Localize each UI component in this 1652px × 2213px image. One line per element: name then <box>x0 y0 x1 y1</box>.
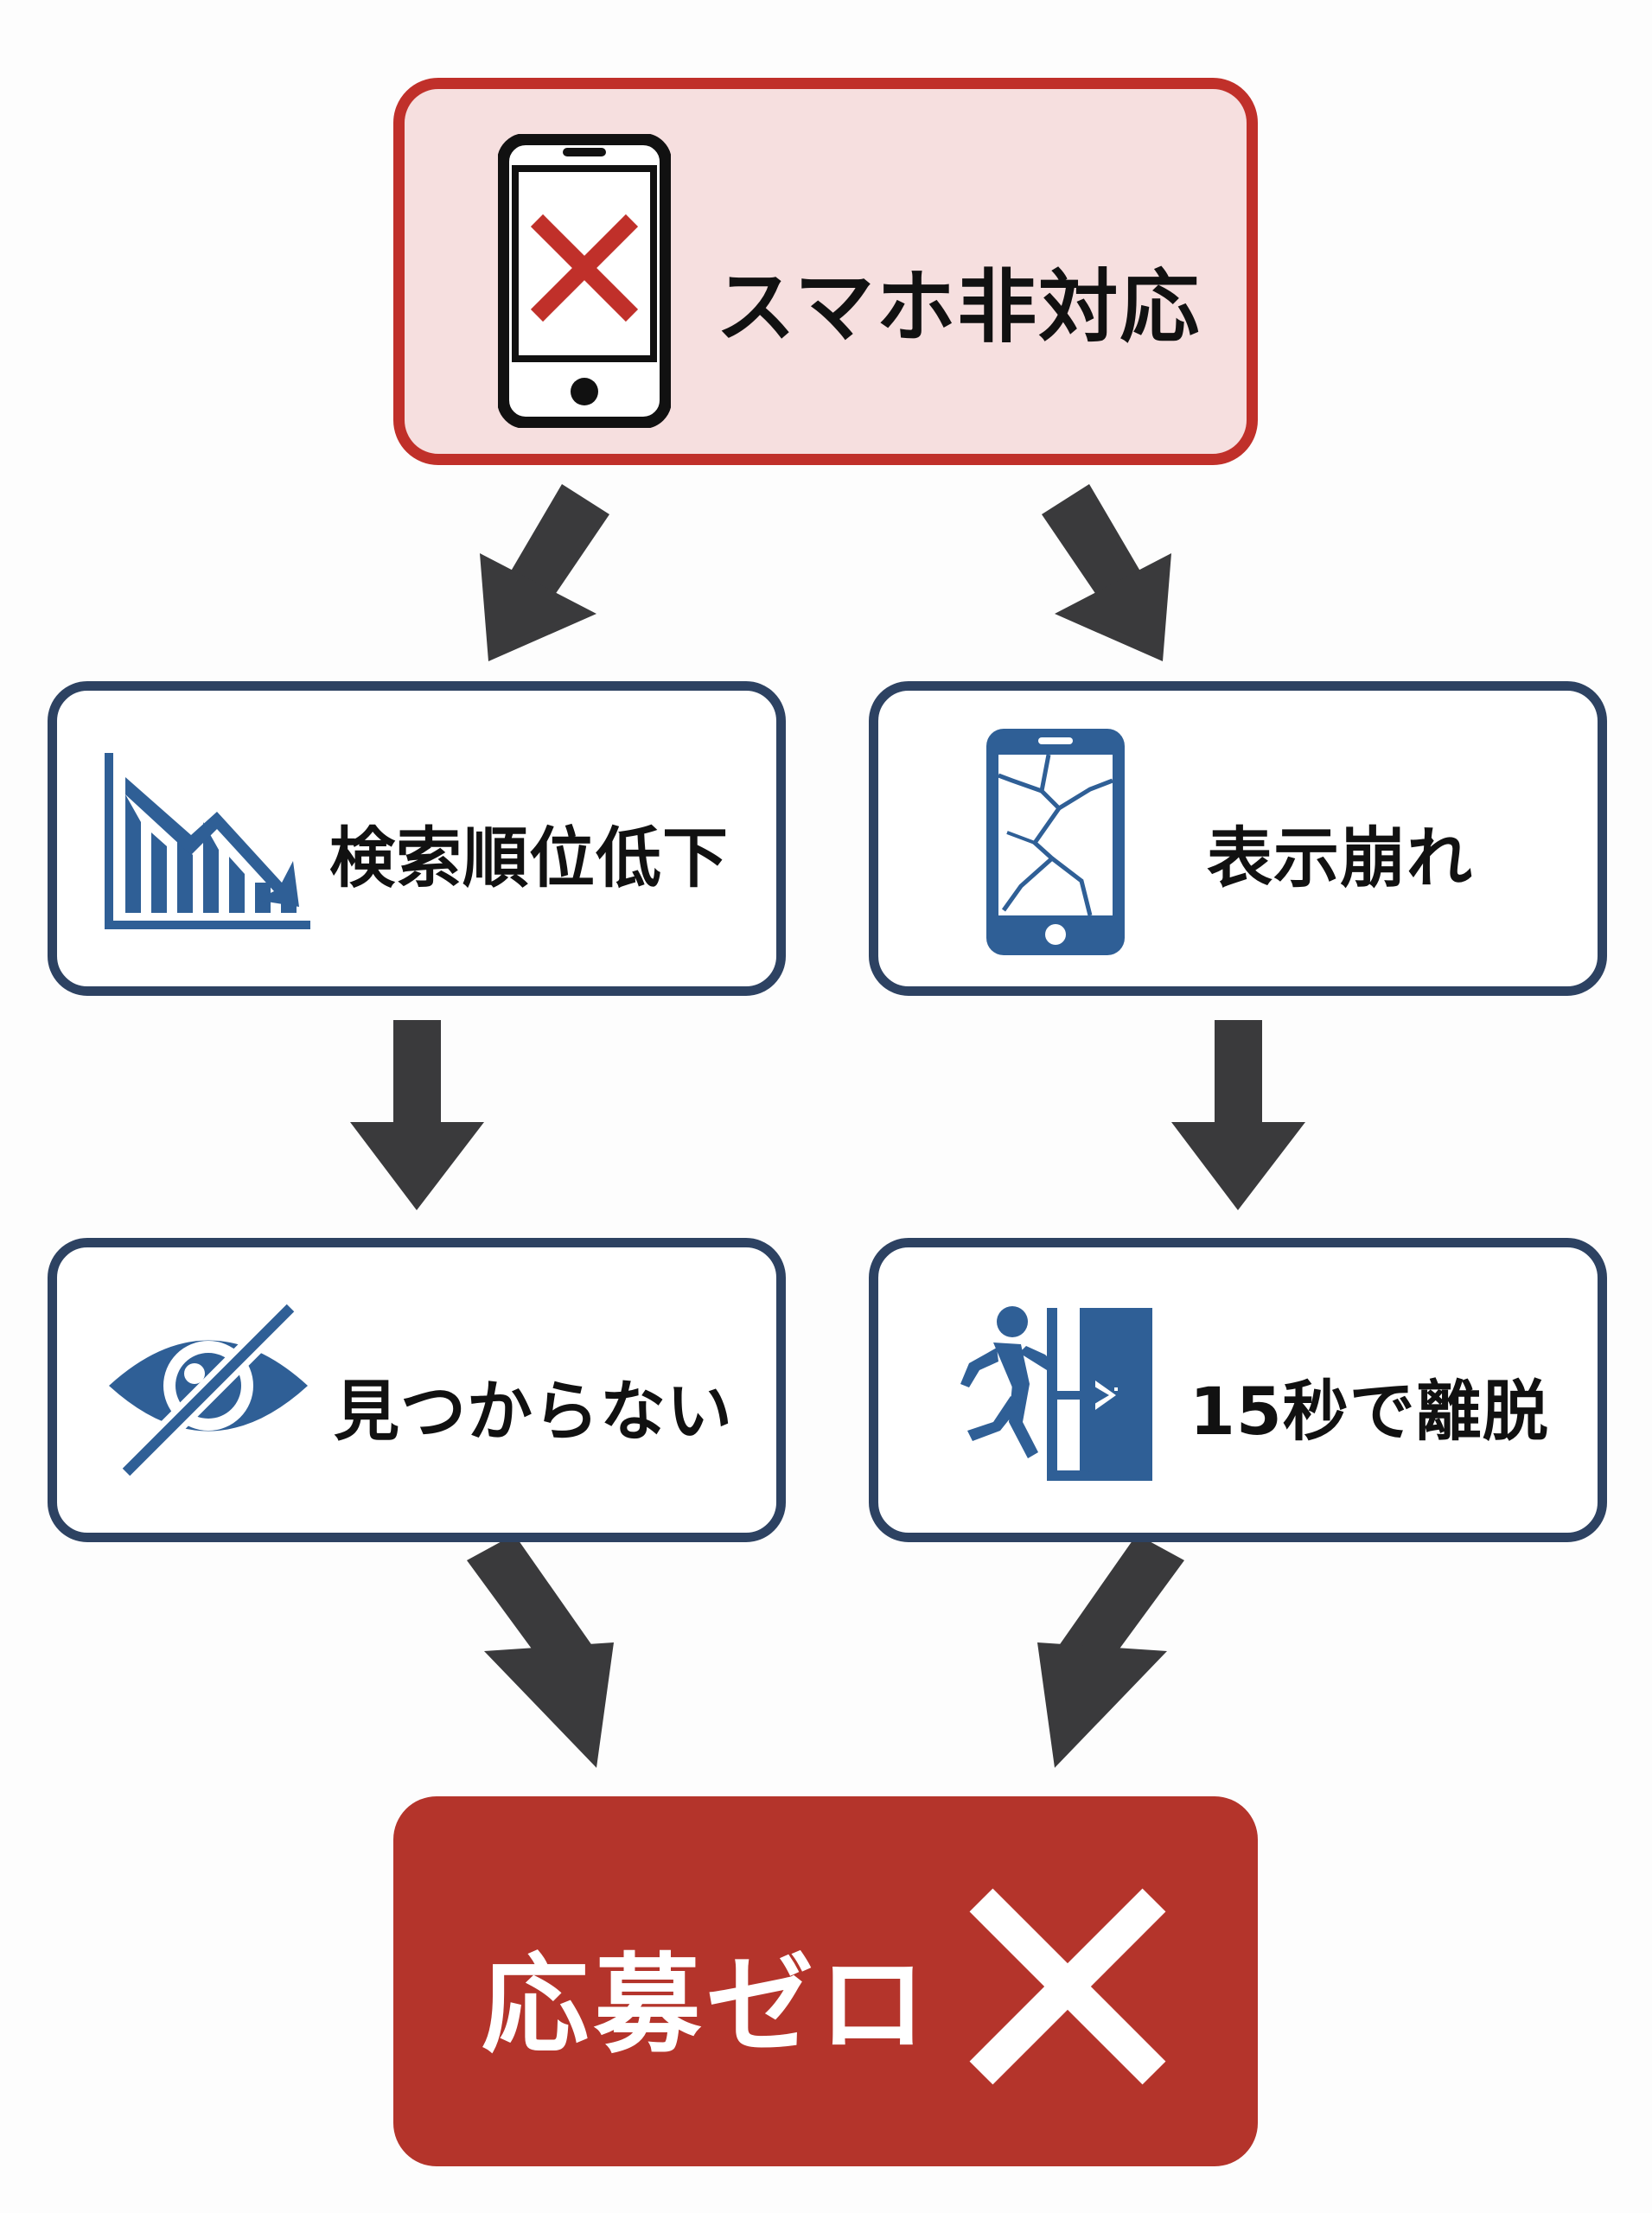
exit-runner-icon <box>926 1301 1159 1486</box>
arrow-rank-to-hidden <box>350 1020 484 1210</box>
arrow-leave-to-bottom <box>1037 1534 1184 1768</box>
eye-slash-icon <box>105 1299 312 1484</box>
node-search-rank-drop: 検索順位低下 <box>48 681 786 996</box>
node-display-broken: 表示崩れ <box>869 681 1607 996</box>
cracked-phone-icon <box>986 729 1125 959</box>
node-smartphone-unsupported: スマホ非対応 <box>393 78 1258 465</box>
node-zero-applications: 応募ゼロ <box>393 1796 1258 2166</box>
arrow-top-to-broken <box>1042 484 1171 661</box>
arrow-hidden-to-bottom <box>467 1534 614 1768</box>
node-leave-in-15s: 15秒で離脱 <box>869 1238 1607 1542</box>
node-not-found: 見つからない <box>48 1238 786 1542</box>
arrow-broken-to-leave <box>1171 1020 1305 1210</box>
node-rank-label: 検索順位低下 <box>329 820 729 896</box>
node-top-label: スマホ非対応 <box>716 261 1202 354</box>
node-broken-label: 表示崩れ <box>1207 820 1473 896</box>
node-hidden-label: 見つからない <box>334 1373 733 1450</box>
node-bottom-label: 応募ゼロ <box>482 1943 932 2068</box>
arrow-top-to-rank <box>480 484 609 661</box>
big-x-icon <box>964 1883 1171 2094</box>
declining-chart-icon <box>105 753 312 938</box>
node-leave-label: 15秒で離脱 <box>1190 1373 1549 1450</box>
phone-x-icon <box>497 133 672 431</box>
